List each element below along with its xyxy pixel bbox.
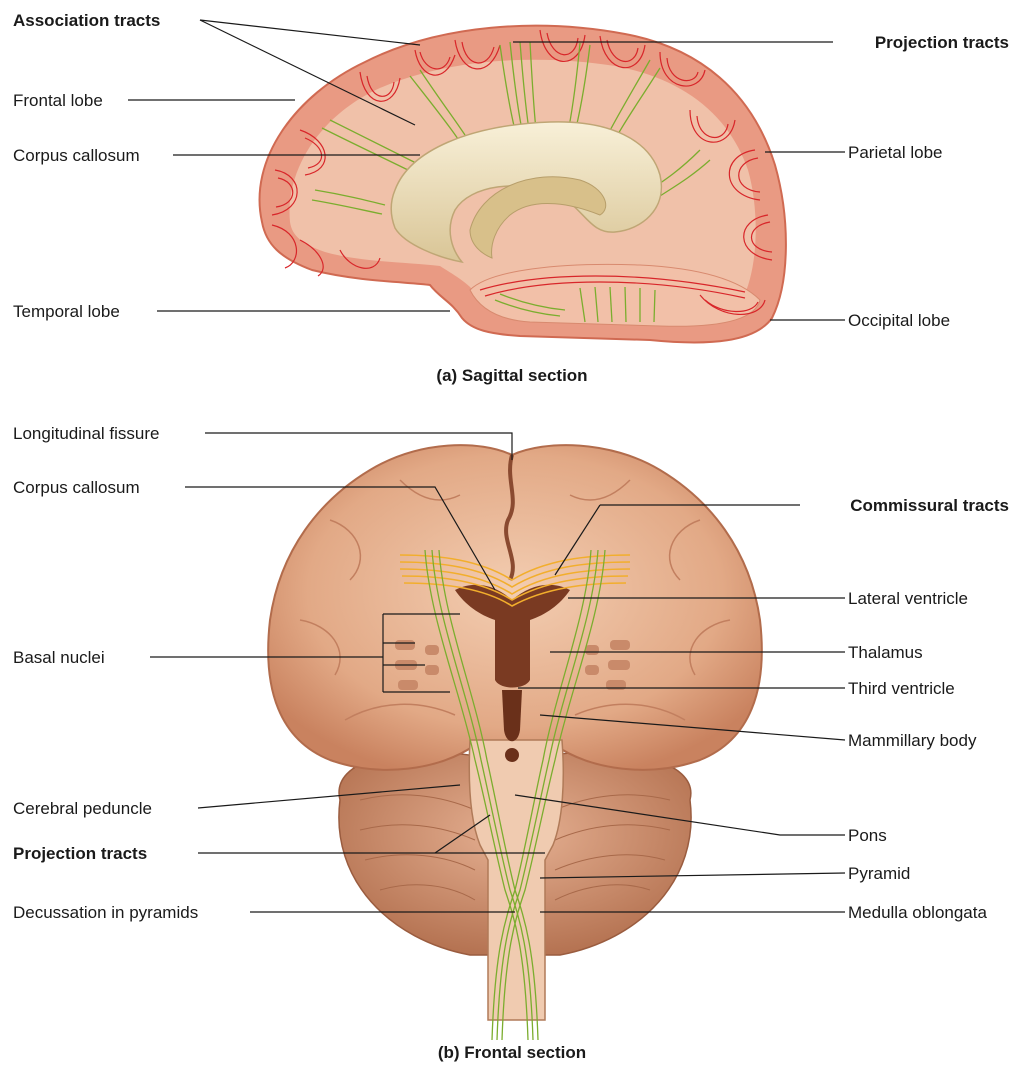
label-mammillary-body: Mammillary body bbox=[848, 731, 977, 750]
caption-sagittal: (a) Sagittal section bbox=[436, 366, 587, 385]
label-temporal-lobe: Temporal lobe bbox=[13, 302, 120, 321]
label-medulla-oblongata: Medulla oblongata bbox=[848, 903, 987, 922]
mammillary-body bbox=[505, 748, 519, 762]
label-association-tracts: Association tracts bbox=[13, 11, 160, 30]
label-corpus-callosum-sagittal: Corpus callosum bbox=[13, 146, 140, 165]
label-longitudinal-fissure: Longitudinal fissure bbox=[13, 424, 159, 443]
label-projection-tracts-frontal: Projection tracts bbox=[13, 844, 147, 863]
label-projection-tracts-sagittal: Projection tracts bbox=[875, 33, 1009, 52]
label-pons: Pons bbox=[848, 826, 887, 845]
label-basal-nuclei: Basal nuclei bbox=[13, 648, 105, 667]
label-parietal-lobe: Parietal lobe bbox=[848, 143, 943, 162]
caption-frontal: (b) Frontal section bbox=[438, 1043, 586, 1062]
label-commissural-tracts: Commissural tracts bbox=[850, 496, 1009, 515]
label-occipital-lobe: Occipital lobe bbox=[848, 311, 950, 330]
label-cerebral-peduncle: Cerebral peduncle bbox=[13, 799, 152, 818]
sagittal-section-illustration bbox=[260, 26, 786, 343]
label-thalamus: Thalamus bbox=[848, 643, 923, 662]
label-pyramid: Pyramid bbox=[848, 864, 910, 883]
frontal-section-illustration bbox=[268, 445, 762, 1040]
label-corpus-callosum-frontal: Corpus callosum bbox=[13, 478, 140, 497]
label-decussation-in-pyramids: Decussation in pyramids bbox=[13, 903, 198, 922]
label-third-ventricle: Third ventricle bbox=[848, 679, 955, 698]
label-frontal-lobe: Frontal lobe bbox=[13, 91, 103, 110]
label-lateral-ventricle: Lateral ventricle bbox=[848, 589, 968, 608]
third-ventricle bbox=[502, 690, 522, 741]
